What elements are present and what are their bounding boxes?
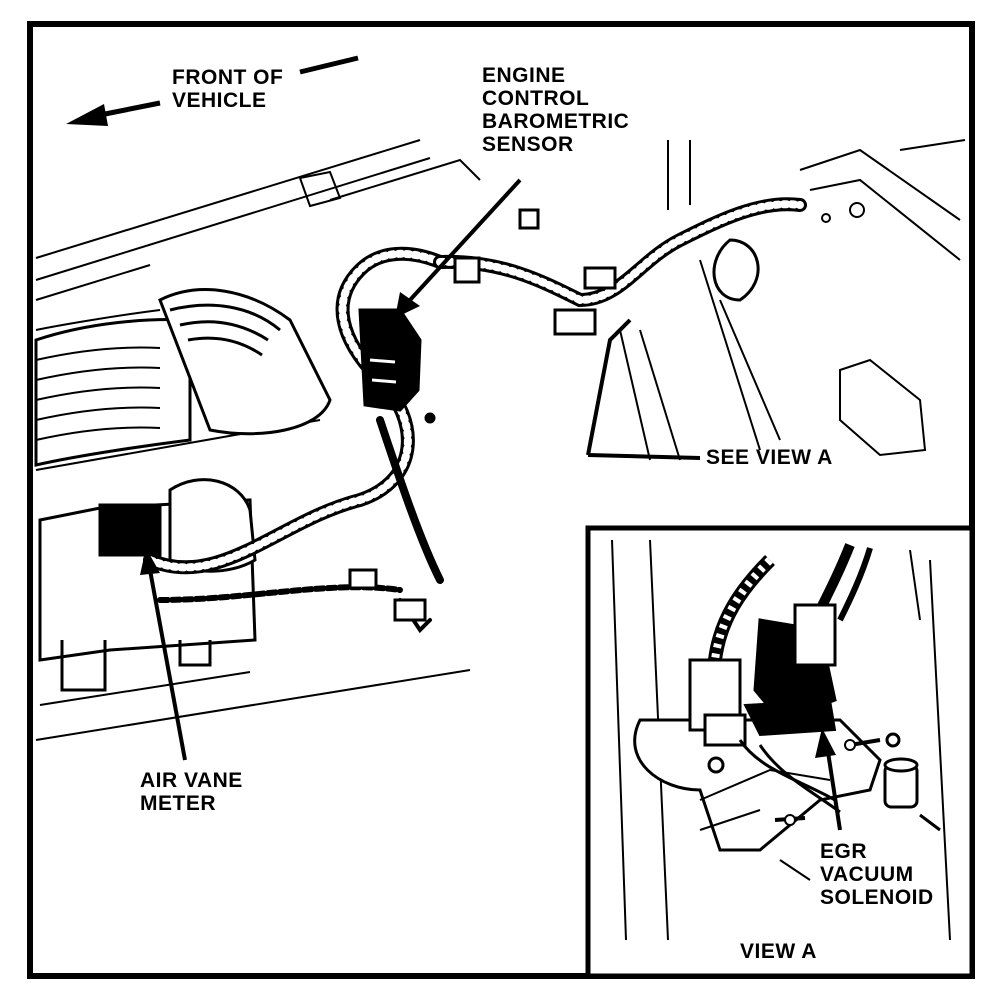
front-of-vehicle-line-1: FRONT OF (172, 66, 284, 89)
front-arrow (66, 55, 359, 126)
fender-lines (35, 139, 481, 741)
harness-connectors (348, 208, 617, 622)
callout-arrows (140, 178, 701, 761)
barometric-sensor-label: ENGINE CONTROL BAROMETRIC SENSOR (482, 64, 629, 156)
baro-sensor-line-2: CONTROL (482, 87, 590, 110)
air-vane-meter-body (38, 478, 257, 692)
egr-solenoid-line-2: VACUUM (820, 863, 914, 886)
egr-callout-arrow (815, 728, 842, 831)
front-of-vehicle-line-2: VEHICLE (172, 89, 267, 112)
egr-solenoid-line-3: SOLENOID (820, 886, 934, 909)
air-intake-duct (34, 288, 332, 467)
baro-sensor-line-4: SENSOR (482, 133, 574, 156)
firewall-lines (619, 139, 966, 461)
view-a-label: VIEW A (740, 940, 817, 963)
air-vane-meter-label: AIR VANE METER (140, 769, 243, 815)
egr-solenoid-line-1: EGR (820, 840, 868, 863)
front-of-vehicle-label: FRONT OF VEHICLE (172, 66, 283, 112)
baro-sensor-line-3: BAROMETRIC (482, 110, 630, 133)
air-vane-meter-line-1: AIR VANE (140, 769, 243, 792)
baro-sensor-line-1: ENGINE (482, 64, 566, 87)
air-vane-meter-line-2: METER (140, 792, 216, 815)
egr-solenoid-label: EGR VACUUM SOLENOID (820, 840, 934, 909)
see-view-a-label: SEE VIEW A (706, 446, 833, 469)
